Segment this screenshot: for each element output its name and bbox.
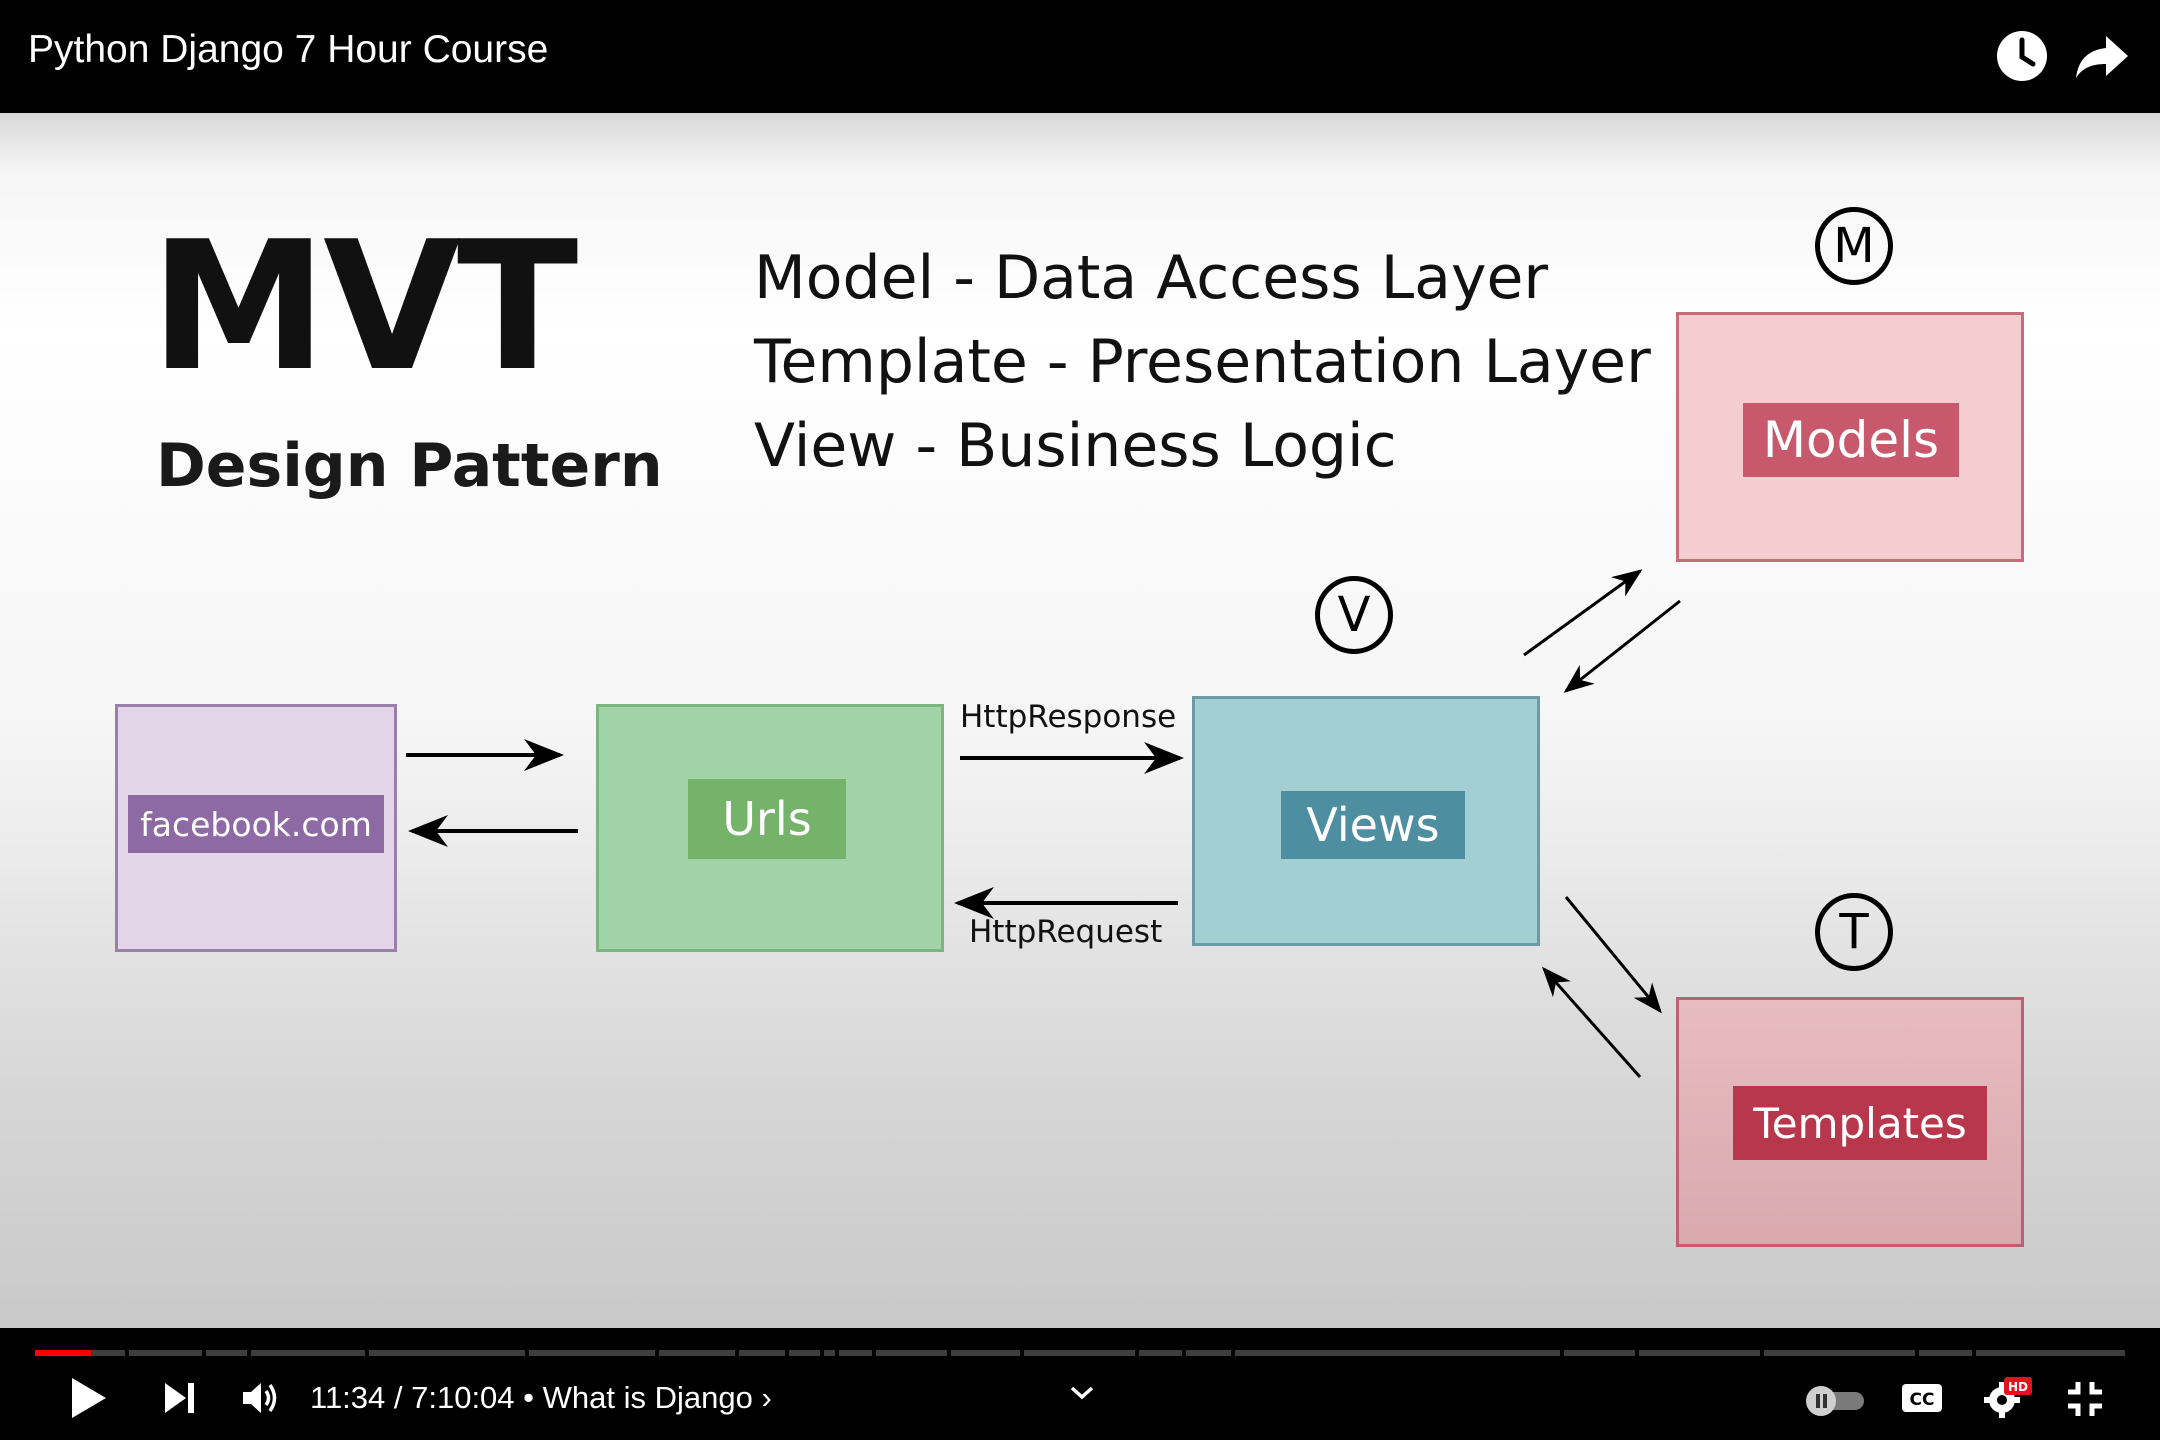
slide-heading: MVT — [150, 203, 578, 410]
urls-box-label: Urls — [688, 779, 846, 859]
model-circle-label: M — [1815, 207, 1893, 285]
chapter-chevron[interactable]: › — [761, 1380, 772, 1415]
progress-bar-played — [35, 1350, 92, 1356]
chapter-marker — [1182, 1350, 1186, 1356]
time-and-chapter: 11:34 / 7:10:04 • What is Django › — [310, 1380, 772, 1416]
views-box-label: Views — [1281, 791, 1465, 859]
chapter-marker — [1020, 1350, 1024, 1356]
layer-template-line: Template - Presentation Layer — [754, 327, 1651, 397]
chapter-marker — [1560, 1350, 1564, 1356]
http-request-label: HttpRequest — [969, 914, 1163, 950]
exit-fullscreen-icon[interactable] — [2066, 1380, 2104, 1423]
chevron-down-icon[interactable] — [1068, 1384, 1096, 1407]
captions-label: CC — [1910, 1390, 1935, 1410]
autoplay-toggle-icon[interactable] — [1804, 1384, 1868, 1423]
chapter-title[interactable]: What is Django — [542, 1380, 753, 1415]
chapter-marker — [820, 1350, 824, 1356]
chapter-marker — [785, 1350, 789, 1356]
next-icon[interactable] — [162, 1380, 198, 1421]
clock-icon[interactable] — [1992, 26, 2052, 86]
views-box: Views — [1192, 696, 1540, 946]
chapter-marker — [655, 1350, 659, 1356]
chapter-marker — [247, 1350, 251, 1356]
video-top-bar: Python Django 7 Hour Course — [0, 0, 2160, 113]
player-controls: 11:34 / 7:10:04 • What is Django › CC — [0, 1328, 2160, 1440]
templates-box: Templates — [1676, 997, 2024, 1247]
layer-model-line: Model - Data Access Layer — [754, 243, 1549, 313]
chapter-marker — [1135, 1350, 1139, 1356]
slide-subheading: Design Pattern — [156, 431, 663, 501]
settings-icon[interactable]: HD — [1982, 1376, 2034, 1425]
arrow-models-to-views — [1563, 599, 1681, 693]
chapter-marker — [202, 1350, 206, 1356]
chapter-marker — [125, 1350, 129, 1356]
play-icon[interactable] — [68, 1376, 108, 1425]
progress-bar[interactable] — [35, 1350, 2125, 1356]
chapter-marker — [947, 1350, 951, 1356]
view-circle-label: V — [1315, 576, 1393, 654]
time-display: 11:34 / 7:10:04 — [310, 1380, 515, 1415]
client-box-label: facebook.com — [128, 795, 384, 853]
models-box-label: Models — [1743, 403, 1959, 477]
arrow-templates-to-views — [1542, 966, 1642, 1078]
chapter-marker — [835, 1350, 839, 1356]
chapter-marker — [1231, 1350, 1235, 1356]
arrow-views-to-models — [1523, 569, 1643, 657]
hd-badge: HD — [2008, 1380, 2028, 1394]
chapter-marker — [872, 1350, 876, 1356]
video-frame[interactable]: MVT Design Pattern Model - Data Access L… — [0, 113, 2160, 1328]
chapter-marker — [1635, 1350, 1639, 1356]
chapter-marker — [1972, 1350, 1976, 1356]
chapter-separator: • — [523, 1380, 535, 1415]
chapter-marker — [525, 1350, 529, 1356]
captions-icon[interactable]: CC — [1900, 1382, 1944, 1419]
chapter-marker — [365, 1350, 369, 1356]
models-box: Models — [1676, 312, 2024, 562]
diagram-arrows — [406, 569, 1681, 1078]
arrow-views-to-templates — [1564, 896, 1662, 1014]
chapter-marker — [1760, 1350, 1764, 1356]
client-box: facebook.com — [115, 704, 397, 952]
urls-box: Urls — [596, 704, 944, 952]
layer-view-line: View - Business Logic — [754, 411, 1397, 481]
http-response-label: HttpResponse — [960, 699, 1177, 735]
video-title[interactable]: Python Django 7 Hour Course — [28, 28, 549, 71]
chapter-marker — [735, 1350, 739, 1356]
template-circle-label: T — [1815, 893, 1893, 971]
chapter-marker — [1915, 1350, 1919, 1356]
templates-box-label: Templates — [1733, 1086, 1987, 1160]
share-arrow-icon[interactable] — [2072, 26, 2132, 86]
volume-icon[interactable] — [240, 1378, 280, 1423]
